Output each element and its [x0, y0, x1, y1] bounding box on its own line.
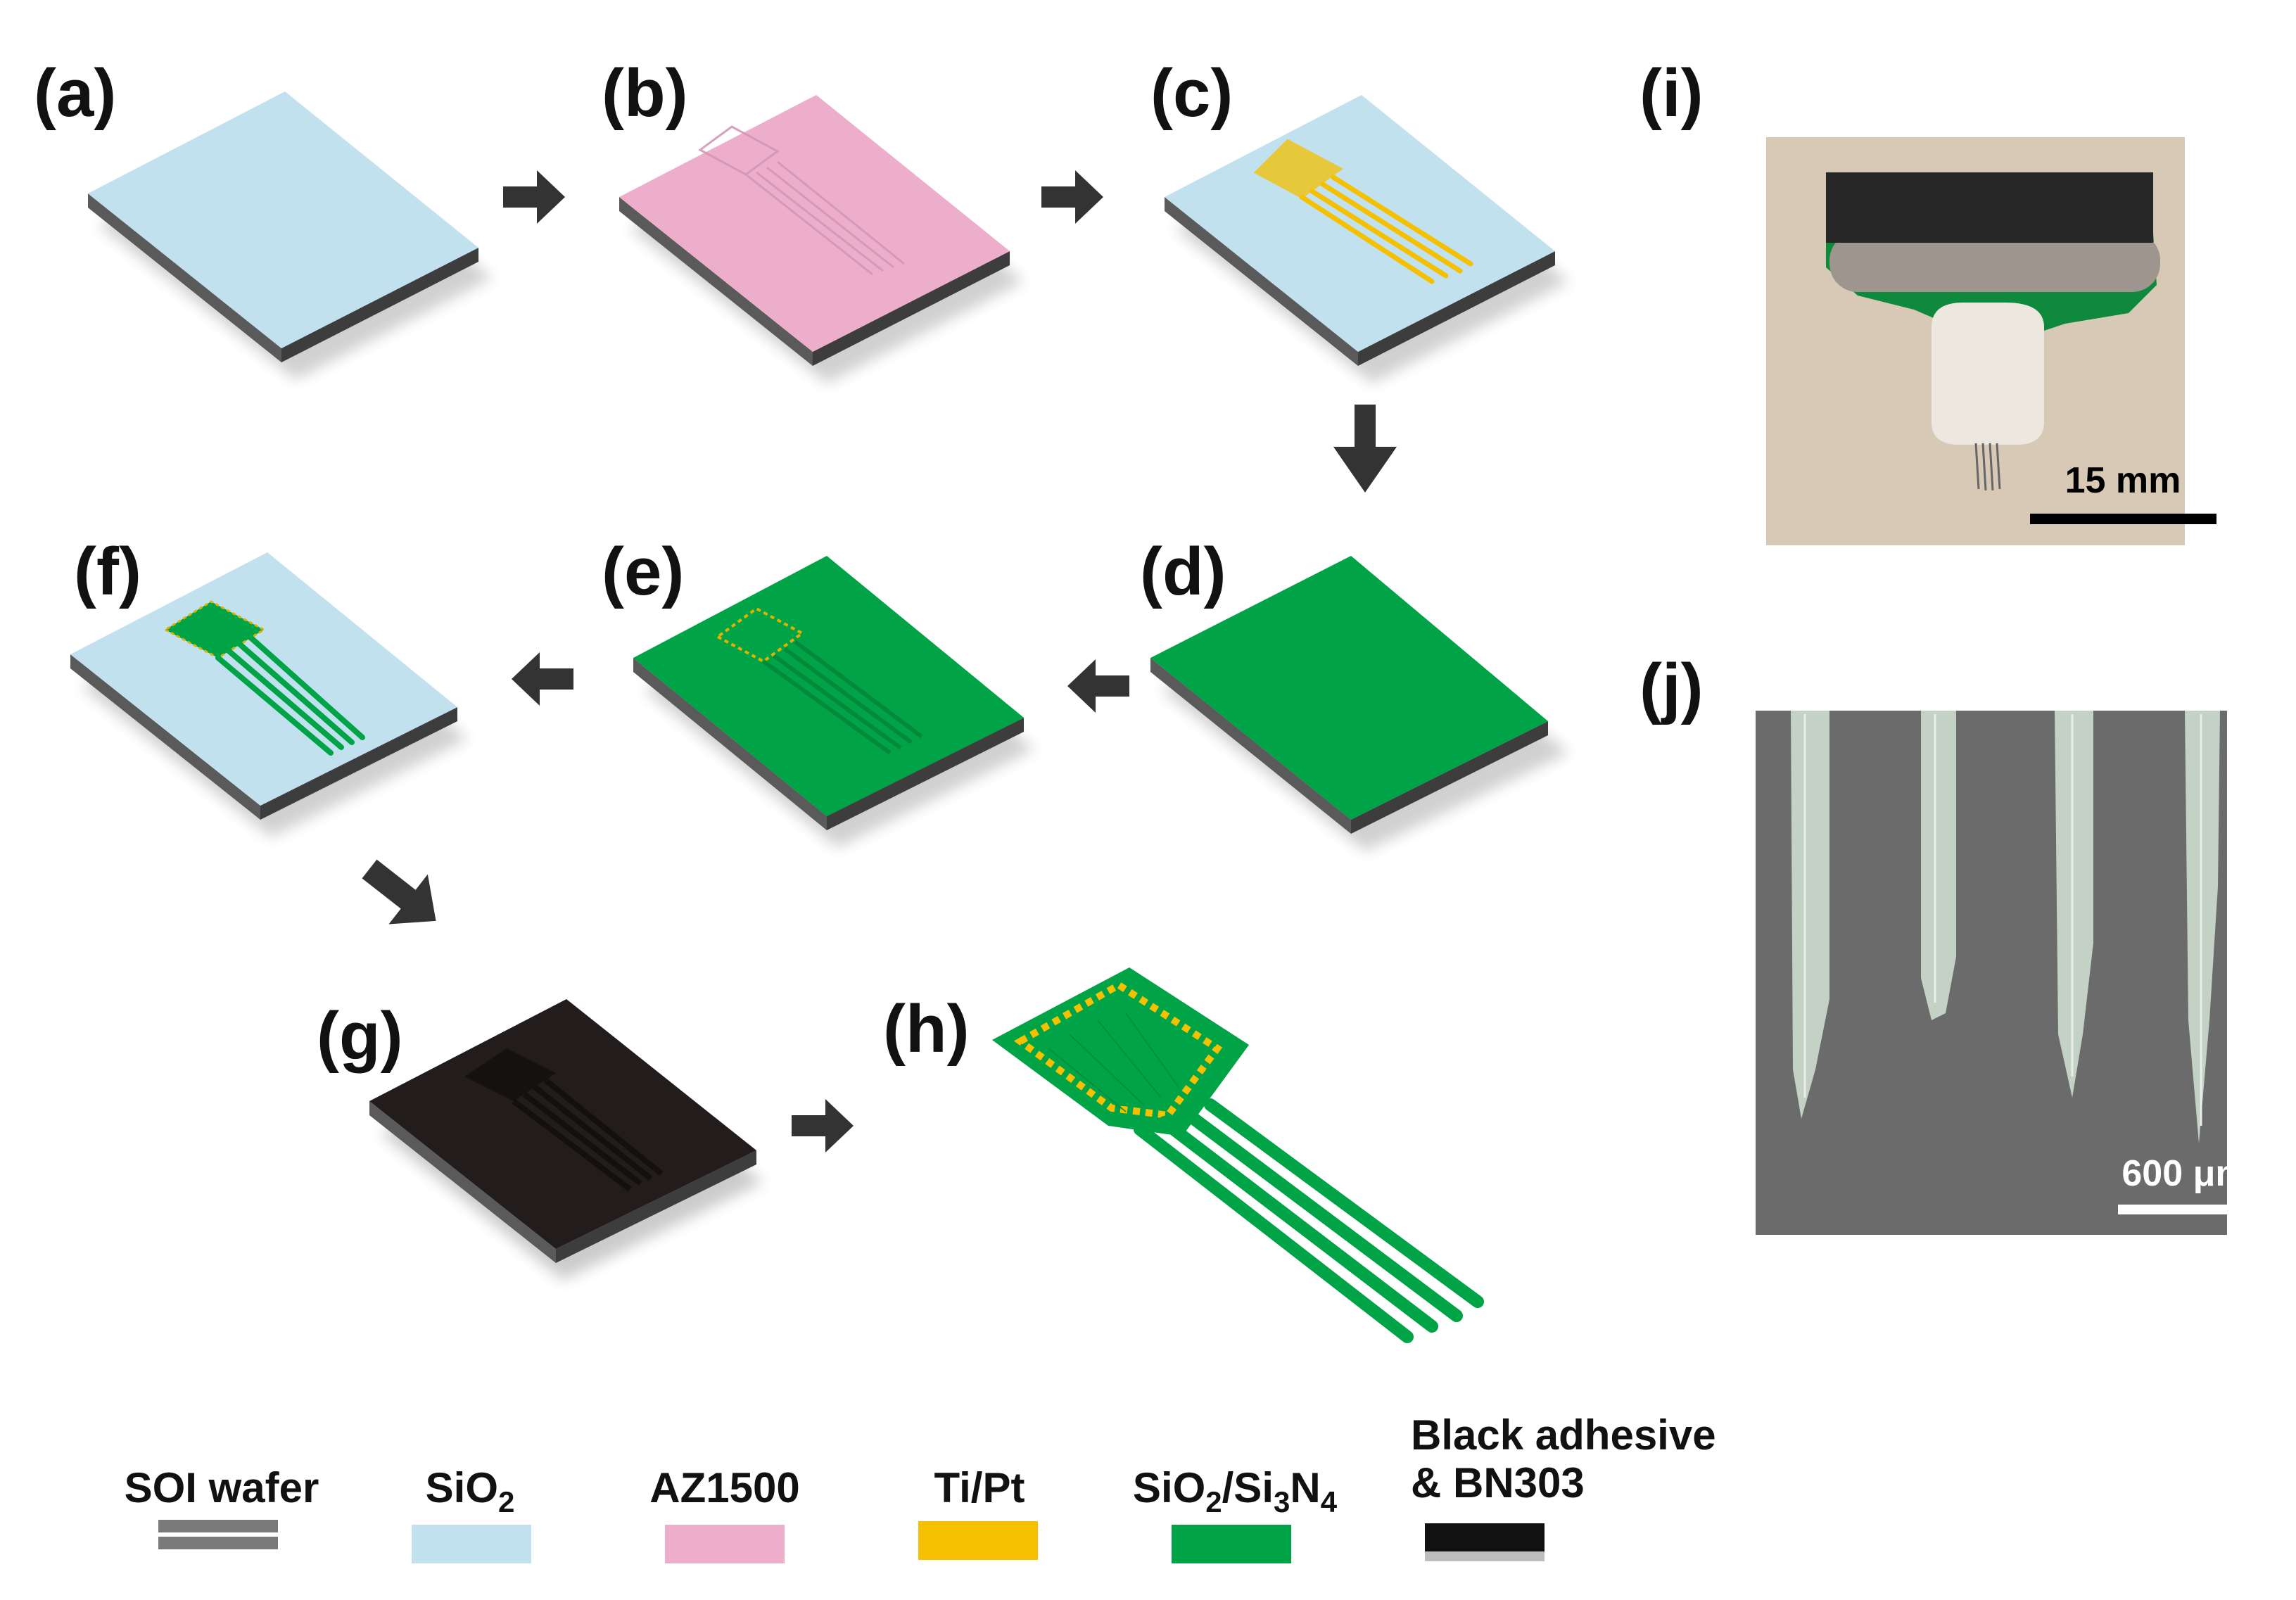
- encapsulation-block: [1932, 303, 2044, 445]
- svg-text:Black adhesive: Black adhesive: [1411, 1411, 1716, 1459]
- arrow-d-to-e: [1067, 659, 1129, 713]
- tipt-electrode-pattern: [1253, 139, 1473, 284]
- black-connector: [1826, 172, 2153, 243]
- panel-d: (d): [1140, 534, 1569, 851]
- panel-h: (h): [883, 967, 1484, 1343]
- arrow-f-to-g: [362, 859, 436, 925]
- nitride-top-layer: [633, 556, 1024, 816]
- arrow-e-to-f: [512, 652, 573, 706]
- panel-label-g: (g): [317, 998, 403, 1074]
- svg-text:Ti/Pt: Ti/Pt: [934, 1464, 1025, 1511]
- probe-base: [992, 967, 1249, 1136]
- svg-text:SiO2/Si3N4: SiO2/Si3N4: [1133, 1464, 1338, 1518]
- wafer-side-right: [281, 248, 478, 362]
- arrow-b-to-c: [1041, 170, 1103, 224]
- panel-f: (f): [70, 534, 468, 837]
- legend-item-nitride: SiO2/Si3N4: [1133, 1464, 1338, 1563]
- scale-label-i: 15 mm: [2065, 460, 2181, 501]
- panel-label-i: (i): [1639, 56, 1704, 131]
- panel-label-h: (h): [883, 991, 970, 1067]
- scale-label-j: 600 μm: [2121, 1153, 2247, 1194]
- panel-e: (e): [602, 534, 1034, 848]
- panel-label-b: (b): [602, 56, 688, 131]
- nitride-top-layer: [1150, 556, 1548, 820]
- legend-item-soi: SOI wafer: [125, 1464, 319, 1549]
- panel-i: (i) 15 mm: [1639, 56, 2216, 545]
- panel-a: (a): [34, 56, 493, 380]
- etched-probe-outline: [715, 607, 923, 755]
- panel-label-a: (a): [34, 56, 116, 131]
- panel-j: (j) 600 μm: [1639, 650, 2255, 1235]
- svg-text:SOI wafer: SOI wafer: [125, 1464, 319, 1511]
- probe-shanks: [1134, 1098, 1484, 1343]
- legend-item-tipt: Ti/Pt: [918, 1464, 1038, 1560]
- bond-pads: [1013, 981, 1223, 1119]
- adhesive-strip: [1829, 232, 2160, 292]
- svg-text:SiO2: SiO2: [426, 1464, 515, 1518]
- legend-item-sio2: SiO2: [412, 1464, 531, 1563]
- legend-item-black-adhesive: Black adhesive & BN303: [1411, 1411, 1716, 1561]
- released-probe: [163, 600, 365, 756]
- panel-b: (b): [602, 56, 1024, 383]
- legend-item-az1500: AZ1500: [649, 1464, 800, 1563]
- panel-label-d: (d): [1140, 534, 1226, 609]
- probe-shank-tips: [1791, 711, 2220, 1143]
- svg-text:AZ1500: AZ1500: [649, 1464, 799, 1511]
- scale-bar-j: [2118, 1205, 2255, 1214]
- arrow-a-to-b: [503, 170, 565, 224]
- panel-label-f: (f): [74, 534, 141, 609]
- arrow-g-to-h: [792, 1099, 854, 1153]
- panel-label-j: (j): [1639, 650, 1704, 725]
- faint-electrode-pattern: [698, 125, 905, 276]
- panel-label-c: (c): [1150, 56, 1233, 131]
- sio2-top-layer: [88, 91, 478, 348]
- embedded-probe-shape: [464, 1048, 664, 1192]
- scale-bar-i: [2030, 514, 2216, 524]
- panel-g: (g): [317, 998, 763, 1281]
- panel-c: (c): [1150, 56, 1569, 383]
- panel-label-e: (e): [602, 534, 684, 609]
- wafer-side-left: [88, 193, 281, 362]
- legend: SOI wafer SiO2 AZ1500 Ti/Pt SiO2/Si3N4 B…: [125, 1411, 1716, 1563]
- micrograph-background: [1756, 711, 2227, 1235]
- arrow-c-to-d: [1333, 405, 1397, 493]
- svg-text:& BN303: & BN303: [1411, 1459, 1585, 1506]
